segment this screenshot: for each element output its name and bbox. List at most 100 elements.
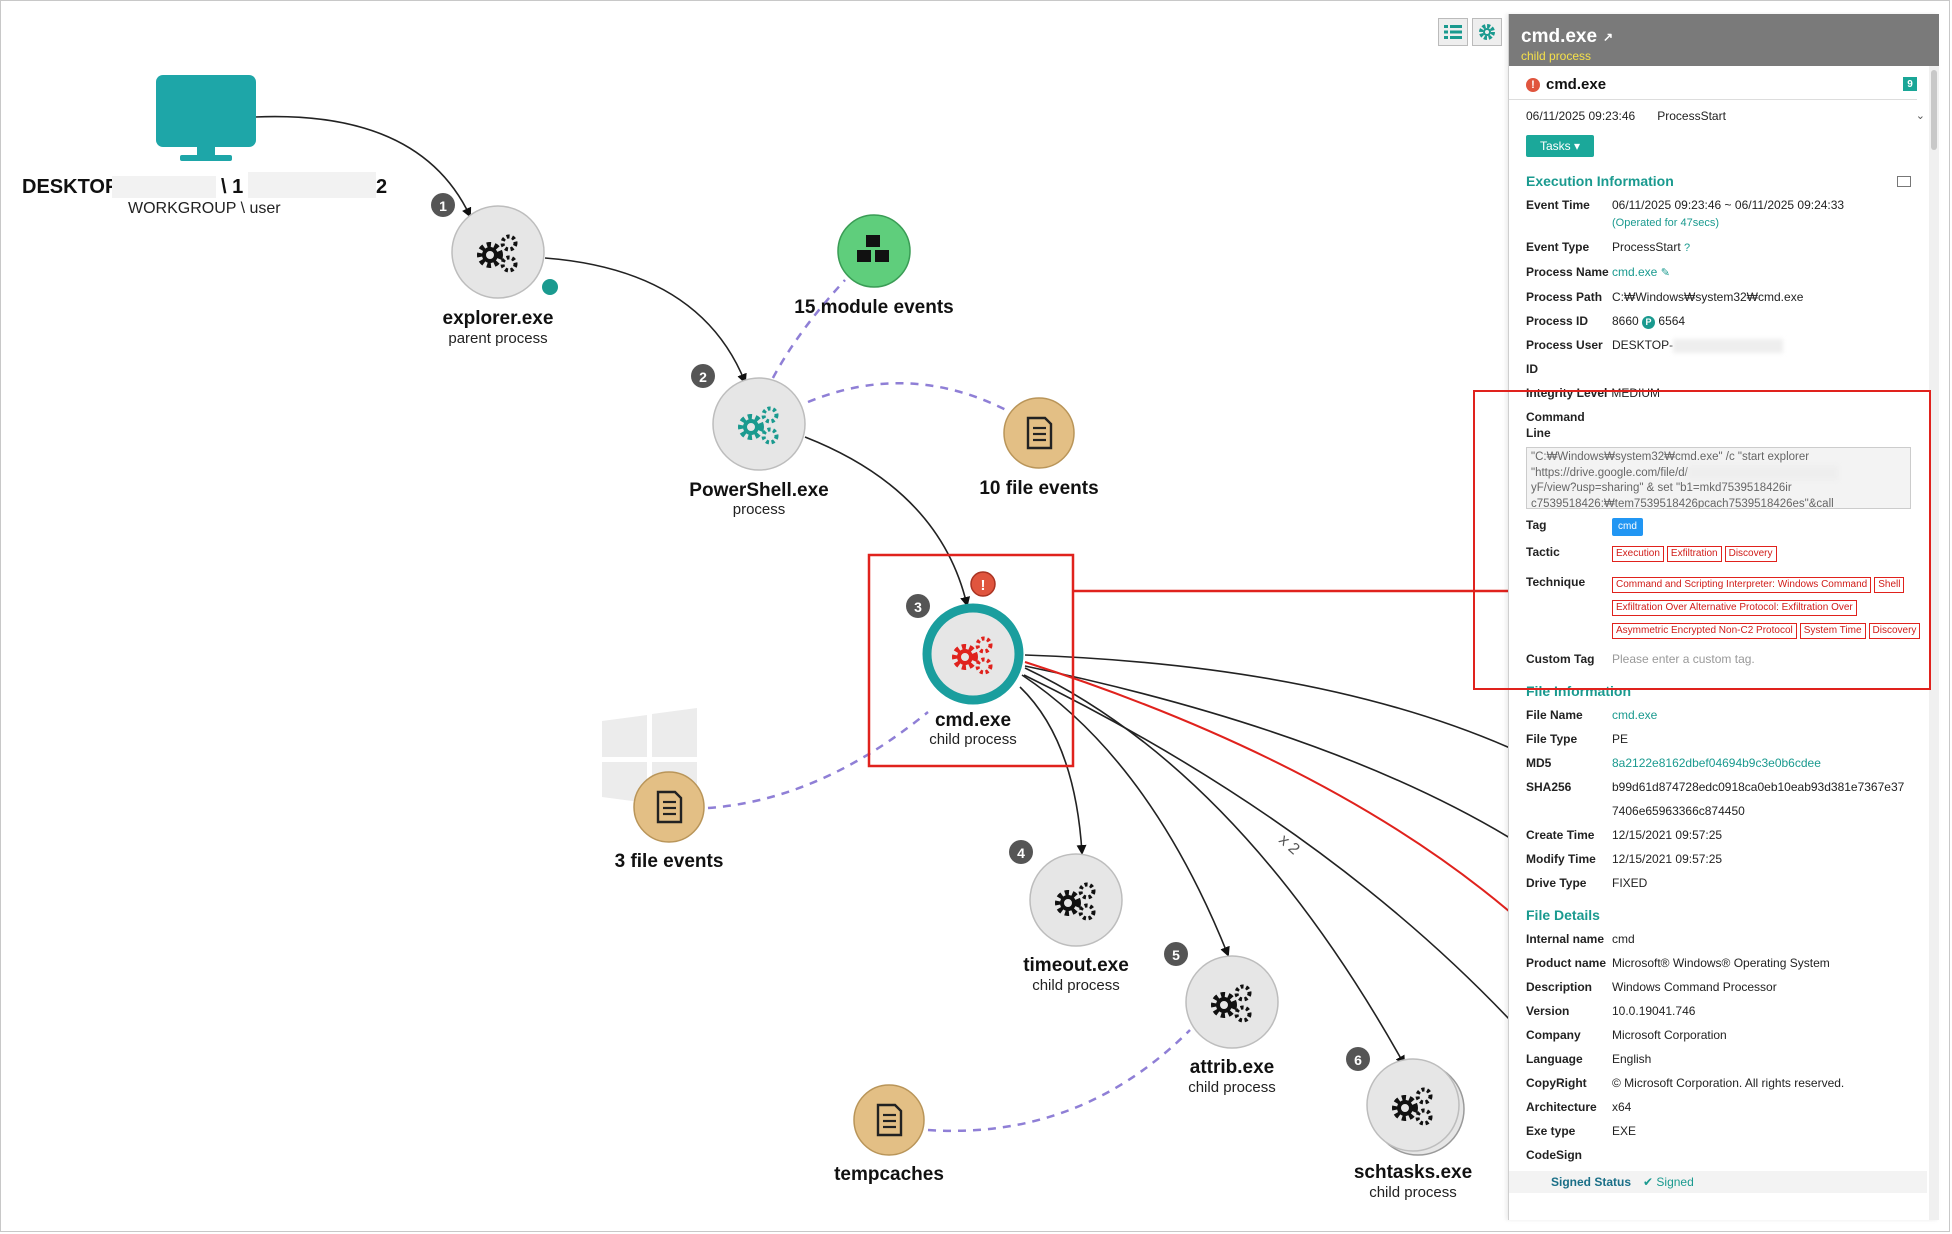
node-cmd[interactable]: ! 3 cmd.exe child process [906,571,1024,748]
edit-icon[interactable]: ✎ [1660,267,1670,279]
field-value: cmd [1612,932,1635,946]
event-type: ProcessStart [1657,109,1726,123]
field-label: Tag [1526,518,1547,532]
host-redacted-1 [112,176,216,198]
node-tempcaches[interactable]: tempcaches [834,1084,944,1185]
node-attrib[interactable]: 5 attrib.exe child process [1164,942,1279,1096]
node-module-events[interactable]: 15 module events [794,214,954,318]
command-line-box[interactable]: "C:₩Windows₩system32₩cmd.exe" /c "start … [1526,447,1911,509]
field-label: Integrity Level [1526,386,1608,400]
tactic-tag[interactable]: Execution [1612,546,1664,562]
node-sub: child process [929,731,1017,748]
field-label: Exe type [1526,1124,1576,1138]
field-label: Custom Tag [1526,652,1595,666]
panel-highlight-box [1473,390,1931,690]
cubes-icon [857,235,889,262]
cmd-highlight-box [867,553,1075,768]
tag-chip[interactable]: cmd [1612,518,1643,536]
help-icon[interactable]: ? [1684,242,1691,254]
step-badge [906,594,930,618]
event-header[interactable]: ! cmd.exe [1526,76,1927,93]
edge-cmd-offscreen-2 [1024,665,1508,838]
external-link-icon[interactable]: ↗ [1603,30,1614,44]
tactic-tag[interactable]: Exfiltration [1666,546,1722,562]
node-label: tempcaches [834,1164,944,1185]
field-label: Architecture [1526,1100,1597,1114]
node-sub: parent process [448,330,547,347]
node-label: PowerShell.exe [689,480,828,501]
step-number: 2 [699,369,707,385]
technique-tag[interactable]: Shell [1874,577,1905,593]
edge-cmd-offscreen-3 [1023,674,1508,1020]
field-label: SHA256 [1526,780,1572,794]
node-sub: child process [1188,1079,1276,1096]
field-value: MEDIUM [1611,386,1661,400]
node-powershell[interactable]: 2 PowerShell.exe process [689,364,829,518]
technique-tag[interactable]: Exfiltration Over Alternative Protocol: … [1612,600,1857,616]
event-time: 06/11/2025 09:23:46 [1526,109,1636,123]
field-label: Version [1526,1004,1570,1018]
field-label: MD5 [1526,756,1552,770]
redacted-text [1673,338,1784,353]
step-badge [431,193,455,217]
node-sub: child process [1369,1184,1457,1201]
panel-header: cmd.exe ↗ child process [1509,14,1939,66]
file-details-heading: File Details [1526,907,1600,923]
file-name-link[interactable]: cmd.exe [1612,708,1658,722]
custom-tag-input[interactable]: Please enter a custom tag. [1612,652,1755,666]
field-value: x64 [1612,1100,1632,1114]
panel-scrollbar[interactable] [1929,66,1939,1220]
edge-file-events-3 [707,711,929,810]
node-label: 10 file events [979,478,1098,499]
node-file-events-3[interactable]: 3 file events [615,771,724,872]
md5-link[interactable]: 8a2122e8162dbef04694b9c3e0b6cdee [1612,756,1821,770]
field-label: Language [1526,1052,1583,1066]
tasks-button[interactable]: Tasks ▾ [1526,135,1595,157]
panel-subtitle: child process [1521,49,1592,63]
event-selector[interactable]: 06/11/2025 09:23:46 ProcessStart ⌄ [1526,109,1927,123]
event-count-badge: 9 [1903,77,1917,91]
step-badge [691,364,715,388]
field-value: © Microsoft Corporation. All rights rese… [1612,1076,1845,1090]
technique-tag[interactable]: Discovery [1868,623,1921,639]
settings-button[interactable] [1472,18,1502,46]
node-explorer[interactable]: 1 explorer.exe parent process [431,193,558,347]
check-icon: ✔ [1643,1175,1654,1189]
step-badge [1164,942,1188,966]
node-label: cmd.exe [935,710,1011,731]
host-workgroup: WORKGROUP \ user [128,200,281,217]
table-view-icon[interactable] [1897,176,1911,187]
process-name-link[interactable]: cmd.exe [1612,265,1658,279]
signed-value: Signed [1656,1175,1694,1189]
host-node[interactable]: DESKTOP- \ 1 2 WORKGROUP \ user [22,75,387,217]
step-number: 5 [1172,947,1180,963]
technique-tag[interactable]: Asymmetric Encrypted Non-C2 Protocol [1612,623,1797,639]
gear-icon [1479,24,1495,40]
cmdline-line: c7539518426:₩tem7539518426pcach753951842… [1531,497,1834,509]
edge-powershell-cmd [804,436,971,607]
tactic-tag[interactable]: Discovery [1724,546,1777,562]
field-label: Create Time [1526,828,1595,842]
field-value: PE [1612,732,1629,746]
edge-cmd-schtasks [1024,667,1405,1066]
node-schtasks[interactable]: 6 schtasks.exe child process [1346,1047,1472,1201]
field-label: Event Time [1526,198,1590,212]
technique-tag[interactable]: System Time [1799,623,1866,639]
status-dot [542,279,558,295]
technique-tag[interactable]: Command and Scripting Interpreter: Windo… [1612,577,1872,593]
field-value: b99d61d874728edc0918ca0eb10eab93d381e736… [1612,780,1905,794]
list-view-button[interactable] [1438,18,1468,46]
field-label: Company [1526,1028,1581,1042]
node-timeout[interactable]: 4 timeout.exe child process [1009,840,1129,994]
cmdline-line: "https://drive.google.com/file/d/ [1531,466,1688,479]
warning-icon: ! [1526,77,1540,92]
field-value: 12/15/2021 09:57:25 [1612,852,1723,866]
field-label: Description [1526,980,1593,994]
process-graph[interactable]: x 2 DESKTOP- \ 1 2 WORKGROUP \ user 1 ex… [0,0,1508,1234]
field-label: File Name [1526,708,1583,722]
field-value: Microsoft Corporation [1612,1028,1727,1042]
step-badge [1346,1047,1370,1071]
step-badge [1009,840,1033,864]
node-file-events-10[interactable]: 10 file events [979,397,1099,499]
edge-host-explorer [254,115,472,218]
